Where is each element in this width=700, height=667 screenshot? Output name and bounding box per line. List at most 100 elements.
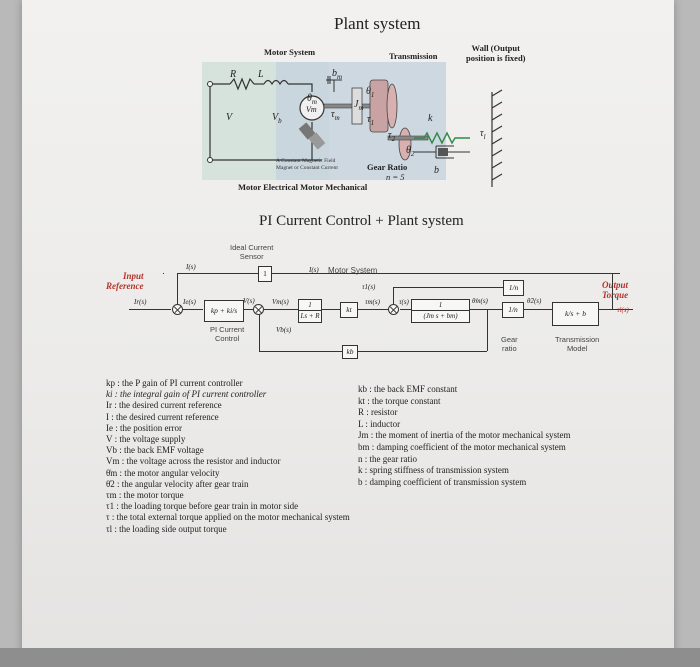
signal-Ir: Ir(s)	[134, 298, 147, 306]
symbol-theta1-sub: 1	[370, 91, 375, 99]
symbol-R: R	[230, 69, 237, 80]
output-line2: Torque	[602, 290, 629, 300]
symbol-tau2: τ2	[388, 130, 395, 143]
transmission-model-line1: Transmission	[555, 335, 600, 344]
block-electrical: 1 Ls + R	[298, 299, 322, 323]
symbol-taum: τm	[331, 109, 340, 122]
signal-Ie: Ie(s)	[183, 298, 196, 306]
block-sensor: 1	[258, 266, 272, 282]
symbol-bm: bm	[332, 68, 342, 81]
block-mechanical-den: (Jm s + bm)	[423, 312, 458, 320]
symbol-b: b	[434, 165, 439, 176]
legend-left-item: θ̇m : the motor angular velocity	[106, 467, 220, 478]
block-pi-controller: kp + ki/s	[204, 300, 244, 322]
sum-junction-current	[172, 304, 183, 315]
symbol-taum-sub: m	[334, 114, 340, 122]
legend-left-item: V : the voltage supply	[106, 434, 186, 445]
motor-system-label: Motor System	[264, 47, 316, 57]
wire-i	[320, 309, 340, 310]
block-gear-bottom: 1/n	[502, 302, 524, 318]
wire-theta2	[522, 309, 552, 310]
output-torque-label: Output Torque	[602, 280, 628, 300]
signal-tau1: τ1(s)	[362, 283, 376, 291]
block-kb: kb	[342, 345, 358, 359]
legend-right-item: R : resistor	[358, 407, 398, 418]
symbol-taul-main: τ	[480, 128, 484, 139]
symbol-V: V	[226, 112, 233, 123]
legend-right-item: n : the gear ratio	[358, 453, 417, 464]
wire-output	[597, 309, 633, 310]
signal-taul: τl(s)	[617, 306, 629, 314]
magnetic-field-label: A Constant Magnetic Field Magnet or Cons…	[276, 158, 338, 172]
signal-Vb: Vb(s)	[276, 326, 292, 334]
symbol-Jm-sub: m	[358, 104, 364, 112]
signal-I-top: I(s)	[186, 263, 196, 271]
motor-system-block-label: Motor System	[328, 266, 378, 275]
wire-err	[183, 309, 203, 310]
legend-right: kb : the back EMF constant kt : the torq…	[358, 384, 570, 488]
block-gear-top: 1/n	[503, 280, 524, 296]
legend-left-item: Ie : the position error	[106, 422, 182, 433]
wire-thetam-down	[487, 309, 488, 351]
symbol-tau2-sub: 2	[391, 135, 396, 143]
transmission-model-line2: Model	[566, 344, 588, 353]
magnetic-field-line1: A Constant Magnetic Field	[276, 158, 336, 164]
legend-right-item: bm : damping coefficient of the motor me…	[358, 441, 566, 452]
symbol-L: L	[258, 69, 264, 80]
symbol-Vb-main: V	[272, 112, 279, 123]
legend-left: kp : the P gain of PI current controller…	[106, 378, 350, 535]
symbol-theta1-main: θ	[366, 86, 371, 97]
wire-vb	[259, 351, 343, 352]
wire-taum	[356, 309, 389, 310]
transmission-model-label: Transmission Model	[555, 335, 599, 353]
legend-right-item: kt : the torque constant	[358, 395, 441, 406]
wire-thetam	[468, 309, 502, 310]
wire-input	[129, 309, 171, 310]
block-electrical-den: Ls + R	[300, 312, 320, 320]
block-kt: kt	[340, 302, 358, 318]
pi-control-line2: Control	[215, 334, 240, 343]
symbol-thetam-sub: m	[311, 98, 317, 106]
block-electrical-num: 1	[299, 300, 321, 311]
legend-left-item: Ir : the desired current reference	[106, 400, 222, 411]
symbol-theta1: θ1	[366, 86, 374, 99]
gear-ratio-value: n = 5	[386, 172, 405, 182]
wire-kb-feed	[356, 351, 487, 352]
signal-tau: τ(s)	[399, 298, 409, 306]
control-title: PI Current Control + Plant system	[259, 213, 464, 229]
legend-left-item: ki : the integral gain of PI current con…	[106, 389, 267, 400]
wire-dot	[163, 273, 164, 274]
output-line1: Output	[602, 280, 629, 290]
wire-tau1-down	[393, 287, 394, 304]
wire-v	[242, 309, 254, 310]
legend-left-item: τ : the total external torque applied on…	[106, 512, 350, 523]
symbol-Jm: Jm	[354, 99, 364, 112]
wire-tau1-back	[393, 287, 503, 288]
legend-left-item: kp : the P gain of PI current controller	[106, 378, 243, 388]
document-sheet: Plant system Motor System Transmission W…	[22, 0, 674, 667]
plant-schematic: Vm	[207, 76, 503, 187]
legend-right-item: Jm : the moment of inertia of the motor …	[358, 430, 571, 441]
symbol-k: k	[428, 113, 433, 124]
legend-right-item: b : damping coefficient of transmission …	[358, 476, 527, 487]
gear-ratio-label: Gear Ratio	[367, 162, 408, 172]
signal-taum: τm(s)	[365, 298, 380, 306]
symbol-bm-main: b	[332, 68, 337, 79]
symbol-taum-main: τ	[331, 109, 335, 120]
symbol-Jm-main: J	[354, 99, 359, 110]
wire-vb-up	[259, 315, 260, 351]
wire-taul-up	[612, 273, 613, 309]
signal-I-mid: I(s)	[309, 266, 319, 274]
legend-right-item: L : inductor	[358, 418, 401, 429]
block-transmission: k/s + b	[552, 302, 599, 326]
magnetic-field-line2: Magnet or Constant Current	[276, 165, 338, 171]
wire-top-feedback	[190, 273, 620, 274]
wall-label-line1: Wall (Output	[471, 43, 520, 53]
sum-junction-voltage	[253, 304, 264, 315]
wire-feedback-h	[177, 273, 197, 274]
symbol-thetam: θm	[307, 93, 317, 106]
symbol-tau2-main: τ	[388, 130, 392, 141]
gear-ratio-block-line1: Gear	[501, 335, 518, 344]
ideal-sensor-line2: Sensor	[239, 252, 264, 261]
transmission-label: Transmission	[389, 51, 438, 61]
